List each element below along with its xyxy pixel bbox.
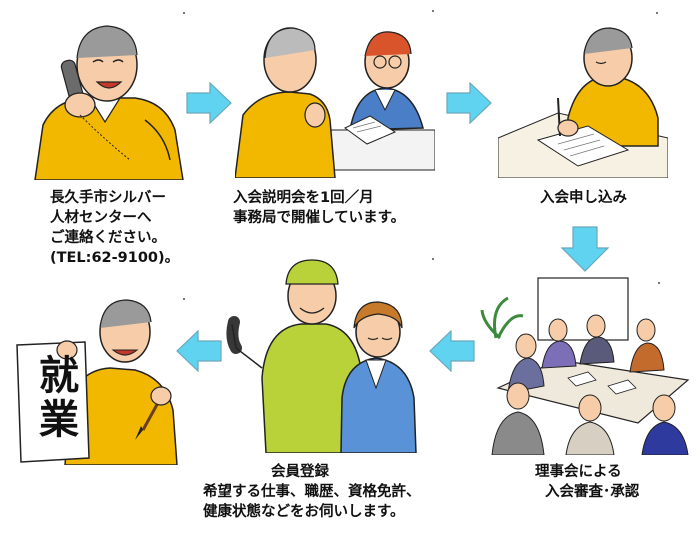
step1-man-on-phone-illustration [25, 10, 185, 180]
decorative-dot [658, 282, 660, 284]
decorative-dot [432, 10, 434, 12]
step5-line-2: 希望する仕事、職歴、資格免許、 [203, 484, 421, 500]
decorative-dot [183, 12, 185, 14]
right-arrow-icon [186, 81, 232, 128]
step3-man-writing-illustration [498, 18, 668, 178]
decorative-dot [656, 12, 658, 14]
step5-line-1: 会員登録 [271, 464, 329, 480]
step5-caption: 会員登録 希望する仕事、職歴、資格免許、 健康状態などをお伺いします。 [203, 462, 421, 522]
decorative-dot [432, 258, 434, 260]
step4-line-1: 理事会による [535, 464, 622, 480]
step3-line-1: 入会申し込み [540, 190, 627, 206]
step4-board-meeting-illustration [478, 268, 696, 455]
step5-line-3: 健康状態などをお伺いします。 [203, 504, 405, 520]
step3-caption: 入会申し込み [540, 188, 627, 208]
step1-line-4: (TEL:62-9100)。 [50, 250, 180, 266]
step1-line-1: 長久手市シルバー [50, 190, 166, 206]
calligraphy-text: 就業 [32, 354, 79, 442]
step4-line-2: 入会審査･承認 [545, 484, 640, 500]
right-arrow-icon [446, 81, 492, 128]
step4-caption: 理事会による 入会審査･承認 [535, 462, 639, 502]
step5-member-registration-illustration [226, 258, 426, 453]
step1-line-3: ご連絡ください。 [50, 230, 166, 246]
step1-line-2: 人材センターへ [50, 210, 152, 226]
step2-explanation-meeting-illustration [235, 20, 435, 178]
step6-man-holding-calligraphy-illustration: 就業 [15, 290, 185, 465]
step1-caption: 長久手市シルバー 人材センターへ ご連絡ください。 (TEL:62-9100)。 [50, 188, 179, 268]
down-arrow-icon [560, 226, 610, 276]
step2-line-2: 事務局で開催しています。 [233, 210, 406, 226]
left-arrow-icon [429, 329, 475, 376]
left-arrow-icon [176, 329, 222, 376]
decorative-dot [183, 298, 185, 300]
step2-caption: 入会説明会を1回／月 事務局で開催しています。 [233, 188, 405, 228]
step2-line-1: 入会説明会を1回／月 [233, 190, 374, 206]
